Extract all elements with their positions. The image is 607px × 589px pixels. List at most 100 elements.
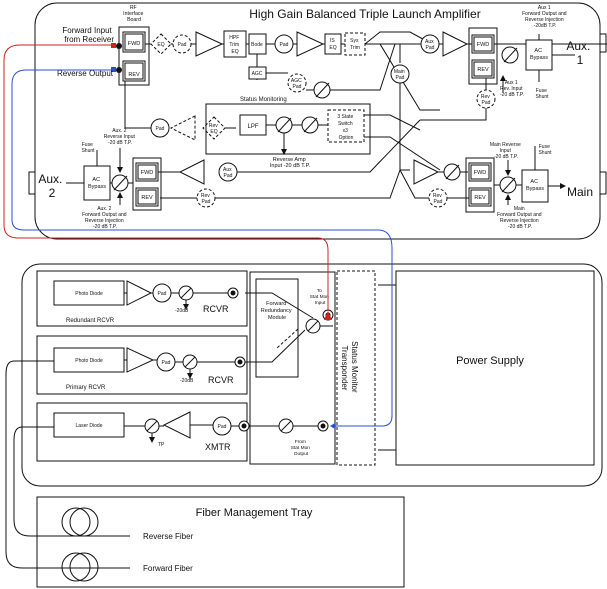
forward-fiber-label: Forward Fiber	[143, 564, 193, 573]
redundant-rcvr-label: Redundant RCVR	[66, 318, 115, 324]
redundant-rcvr-tag: RCVR	[203, 304, 229, 314]
aux-pad-top: Aux Pad	[420, 34, 440, 54]
reverse-output-marker	[111, 67, 116, 72]
hpf-trim-eq-label: HPF Trim EQ	[229, 35, 240, 55]
status-monitoring-block: Status Monitoring	[205, 97, 371, 155]
forward-fiber-line	[5, 360, 130, 569]
main-module-frame: FWD REV	[465, 157, 495, 213]
xmtr-tag: XMTR	[205, 442, 231, 452]
pad-circle-1: Pad	[172, 34, 192, 54]
aux2-fwd-label: FWD	[141, 170, 154, 176]
aux2-ac-bypass: AC Bypass	[83, 165, 111, 201]
main-coupler	[499, 176, 517, 194]
main-ac-bypass-label: AC Bypass	[526, 179, 544, 192]
reverse-output-port	[116, 67, 122, 73]
rfib-fwd-module: FWD	[122, 31, 146, 53]
reverse-output-label: Reverse Output	[57, 69, 114, 78]
aux1-rev-input-label: Aux 1 Rev. Input -20 dB T.P.	[500, 80, 524, 98]
redundant-rcvr: Photo Diode Pad -20dB RCVR Redundant RCV…	[53, 280, 239, 324]
aux2-rev-pad-label: Rev Pad	[201, 193, 211, 205]
amplifier-triangle-2	[296, 31, 325, 57]
lpf: LPF	[239, 114, 267, 136]
agc-pad: AGC Pad	[287, 73, 307, 93]
aux1-ac-bypass-label: AC Bypass	[530, 48, 548, 61]
rev-eq: Rev EQ	[202, 116, 226, 140]
forward-redundancy-label: Forward Redundancy Module	[261, 301, 293, 321]
pad-label: Pad	[156, 126, 165, 132]
status-monitor-label: Status Monitor Transponder	[340, 341, 359, 395]
tp-label: TP	[158, 442, 165, 448]
main-fwd-label: FWD	[474, 170, 487, 176]
aux1-fuse-shunt-label: Fuse Shunt	[535, 88, 549, 100]
main-rev-input-label: Main Reverse Input -20 dB T.P.	[490, 142, 522, 160]
is-eq-label: IS EQ	[329, 38, 336, 51]
rfib-rev-module: REV	[122, 60, 146, 82]
reverse-signal-path	[11, 69, 393, 427]
to-stat-mon-label: To Stat Mon Input	[310, 288, 331, 306]
forward-signal-path	[3, 44, 329, 311]
main-pad-label: Main Pad	[394, 69, 406, 81]
amplifier-triangle-1	[195, 31, 224, 57]
primary-rcvr-label: Primary RCVR	[66, 385, 106, 391]
agc-pad-label: AGC Pad	[291, 78, 303, 90]
main-rev-label: REV	[474, 195, 486, 201]
redundant-pad-label: Pad	[158, 291, 167, 297]
rf-interface-label: RF Interface Board	[123, 5, 145, 23]
aux1-rev-label: REV	[477, 67, 489, 73]
rev-eq-label: Rev EQ	[209, 123, 219, 135]
amplifier-title: High Gain Balanced Triple Launch Amplifi…	[249, 7, 480, 21]
forward-input-marker	[111, 43, 116, 48]
hpf-trim-eq: HPF Trim EQ	[223, 30, 247, 58]
aux1-coupler	[501, 46, 519, 64]
pad-label: Pad	[178, 42, 187, 48]
main-ac-bypass: AC Bypass	[521, 169, 549, 203]
power-supply: Power Supply	[378, 270, 595, 466]
redundant-photo-diode-label: Photo Diode	[75, 291, 103, 297]
primary-minus20db-label: -20dB	[180, 378, 194, 384]
sys-trim-label: Sys Trim	[350, 38, 360, 51]
aux2-fuse-shunt-label: Fuse Shunt	[81, 142, 95, 154]
main-label: Main	[567, 185, 593, 199]
main-coupler-left	[443, 163, 461, 181]
aux-pad-rev: Aux Pad	[218, 162, 238, 182]
rev-coupler-center-2	[301, 116, 319, 134]
three-state-switch: 3 State Switch x3 Option	[327, 109, 365, 143]
agc-label: AGC	[252, 71, 263, 77]
main-pad: Main Pad	[390, 64, 410, 84]
rev-amp-triangle-left	[169, 115, 196, 141]
primary-rcvr-tag: RCVR	[208, 375, 234, 385]
xmtr: Laser Diode Pad TP XMTR	[53, 411, 250, 452]
three-state-switch-label: 3 State Switch x3 Option	[337, 114, 354, 141]
aux2-ac-bypass-label: AC Bypass	[88, 177, 106, 190]
eq-label: EQ	[157, 42, 164, 48]
fiber-management-tray: Fiber Management Tray Reverse Fiber Forw…	[36, 496, 405, 588]
aux1-label: Aux. 1	[566, 39, 593, 67]
aux1-rev-pad-label: Rev Pad	[481, 94, 491, 106]
aux-pad-label: Aux Pad	[425, 39, 435, 51]
fiber-tray-title: Fiber Management Tray	[196, 507, 313, 519]
amplifier-triangle-main	[413, 159, 440, 185]
main-fuse-shunt-label: Fuse Shunt	[538, 144, 552, 156]
forward-input-label: Forward Input from Receiver	[62, 26, 114, 44]
pad-circle-2: Pad	[274, 34, 294, 54]
receiver-housing	[21, 263, 603, 487]
aux1-top-label: Aux 1 Forward Output and Reverse Injecti…	[522, 5, 568, 29]
rev-coupler-center	[275, 116, 293, 134]
aux2-fwd-output-label: Aux. 2 Forward Output and Reverse Inject…	[82, 206, 128, 230]
reverse-fiber-label: Reverse Fiber	[143, 532, 194, 541]
forward-redundancy-module: Forward Redundancy Module To Stat Mon In…	[245, 271, 336, 465]
reverse-amp-input-label: Reverse Amp Input -20 dB T.P.	[270, 157, 311, 169]
amplifier-housing: High Gain Balanced Triple Launch Amplifi…	[28, 2, 607, 240]
lpf-label: LPF	[247, 124, 258, 130]
rfib-rev-label: REV	[128, 72, 140, 78]
sys-trim: Sys Trim	[344, 32, 366, 56]
laser-diode-label: Laser Diode	[76, 423, 103, 429]
aux2-rev-input-label: Aux. 2 Reverse Input -20 dB T.P.	[104, 128, 137, 146]
agc-coupler	[313, 81, 331, 99]
aux-pad-rev-label: Aux Pad	[223, 167, 233, 179]
aux1-ac-bypass: AC Bypass	[525, 39, 553, 71]
aux2-coupler	[111, 174, 129, 192]
pad-label: Pad	[280, 42, 289, 48]
main-rev-pad-label: Rev Pad	[433, 193, 443, 205]
